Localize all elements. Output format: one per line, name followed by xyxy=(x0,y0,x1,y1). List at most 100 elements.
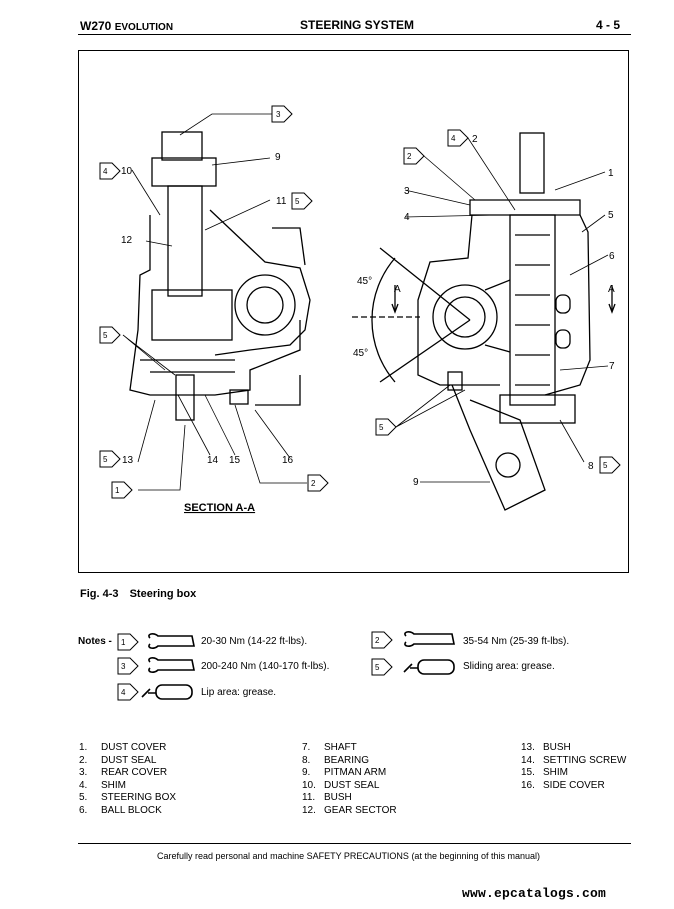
note-text-4: Lip area: grease. xyxy=(201,687,277,698)
angle-upper: 45° xyxy=(357,276,372,287)
legend-item: 11.BUSH xyxy=(302,792,352,803)
leader-lines xyxy=(122,113,609,491)
svg-text:2: 2 xyxy=(375,636,380,645)
callout-11: 11 xyxy=(276,196,287,207)
callout-9-left: 9 xyxy=(275,152,281,163)
legend-item: 3.REAR COVER xyxy=(79,767,168,778)
legend-item: 12.GEAR SECTOR xyxy=(302,804,397,816)
watermark: www.epcatalogs.com xyxy=(462,886,607,901)
legend-item: 2.DUST SEAL xyxy=(79,754,157,766)
svg-text:2: 2 xyxy=(311,479,316,488)
legend-item: 6.BALL BLOCK xyxy=(79,804,162,816)
svg-text:3: 3 xyxy=(121,662,126,671)
grease-gun-icon xyxy=(141,684,193,700)
callout-7: 7 xyxy=(609,361,615,372)
note-text-5: Sliding area: grease. xyxy=(463,661,555,672)
legend-item: 14.SETTING SCREW xyxy=(521,754,627,766)
svg-text:3: 3 xyxy=(276,110,281,119)
callout-6: 6 xyxy=(609,251,615,262)
callout-3: 3 xyxy=(404,186,410,197)
header-model: W270 EVOLUTION xyxy=(80,19,173,33)
symbol-flag-4-right: 4 xyxy=(447,129,469,147)
note-flag-4: 4 xyxy=(117,683,139,701)
svg-text:4: 4 xyxy=(103,167,108,176)
svg-text:4: 4 xyxy=(451,134,456,143)
svg-text:5: 5 xyxy=(379,423,384,432)
symbol-flag-1: 1 xyxy=(111,481,133,499)
note-text-2: 35-54 Nm (25-39 ft-lbs). xyxy=(463,636,570,647)
callout-12: 12 xyxy=(121,235,133,246)
notes-label: Notes - xyxy=(78,636,112,647)
figure-title: Steering box xyxy=(129,588,197,600)
legend-item: 10.DUST SEAL xyxy=(302,779,380,791)
footer-divider xyxy=(78,843,631,844)
callout-16: 16 xyxy=(282,455,294,466)
legend-item: 16.SIDE COVER xyxy=(521,779,605,791)
front-view-right xyxy=(352,132,616,511)
symbol-flag-2-right: 2 xyxy=(403,147,425,165)
symbol-flag-4-left: 4 xyxy=(99,162,121,180)
callout-1: 1 xyxy=(608,168,614,179)
svg-text:1: 1 xyxy=(121,638,126,647)
model-name: W270 xyxy=(80,19,112,33)
figure-number: Fig. 4-3 xyxy=(80,588,119,600)
footer-safety-note: Carefully read personal and machine SAFE… xyxy=(157,851,541,861)
symbol-flag-5-right: 5 xyxy=(375,418,397,436)
wrench-icon xyxy=(148,657,195,673)
callout-15: 15 xyxy=(229,455,241,466)
svg-text:5: 5 xyxy=(295,197,300,206)
note-flag-5: 5 xyxy=(371,658,393,676)
symbol-flag-5-bearing: 5 xyxy=(599,456,621,474)
legend-item: 4.SHIM xyxy=(79,779,126,791)
callout-9-right: 9 xyxy=(413,477,419,488)
grease-gun-icon xyxy=(403,659,455,675)
section-arrow-right: A xyxy=(608,284,615,295)
legend-item: 8.BEARING xyxy=(302,754,370,766)
legend-column-2: 7.SHAFT 8.BEARING 9.PITMAN ARM 10.DUST S… xyxy=(302,742,397,817)
legend-item: 1.DUST COVER xyxy=(79,742,167,753)
svg-text:5: 5 xyxy=(103,331,108,340)
symbol-flag-3-top: 3 xyxy=(271,105,293,123)
svg-text:5: 5 xyxy=(603,461,608,470)
callout-5: 5 xyxy=(608,210,614,221)
note-text-3: 200-240 Nm (140-170 ft-lbs). xyxy=(201,661,330,672)
symbol-flag-5-bush: 5 xyxy=(291,192,313,210)
callout-10: 10 xyxy=(121,166,133,177)
note-flag-2: 2 xyxy=(371,631,393,649)
note-flag-1: 1 xyxy=(117,633,139,651)
legend-item: 5.STEERING BOX xyxy=(79,792,177,803)
symbol-flag-2-left: 2 xyxy=(307,474,329,492)
symbol-flag-5-bottom: 5 xyxy=(99,450,121,468)
figure-caption: Fig. 4-3 Steering box xyxy=(80,588,196,600)
model-suffix: EVOLUTION xyxy=(114,22,174,33)
note-flag-3: 3 xyxy=(117,657,139,675)
svg-text:5: 5 xyxy=(103,455,108,464)
legend-column-3: 13.BUSH 14.SETTING SCREW 15.SHIM 16.SIDE… xyxy=(521,742,626,792)
header-divider xyxy=(78,34,631,35)
wrench-icon xyxy=(148,633,195,649)
header-page-number: 4 - 5 xyxy=(596,18,621,32)
svg-text:4: 4 xyxy=(121,688,126,697)
section-arrow-left: A xyxy=(394,284,401,295)
legend-column-1: 1.DUST COVER 2.DUST SEAL 3.REAR COVER 4.… xyxy=(79,742,176,817)
callout-13: 13 xyxy=(122,455,134,466)
section-label: SECTION A-A xyxy=(184,502,255,514)
callout-2: 2 xyxy=(472,134,478,145)
legend-item: 13.BUSH xyxy=(521,742,571,753)
callout-8: 8 xyxy=(588,461,594,472)
wrench-icon xyxy=(404,631,455,647)
legend-item: 7.SHAFT xyxy=(302,742,357,753)
callout-14: 14 xyxy=(207,455,219,466)
symbol-flag-5-left: 5 xyxy=(99,326,121,344)
svg-text:2: 2 xyxy=(407,152,412,161)
legend-item: 9.PITMAN ARM xyxy=(302,767,387,778)
legend-item: 15.SHIM xyxy=(521,767,568,778)
callout-4: 4 xyxy=(404,212,410,223)
header-section-title: STEERING SYSTEM xyxy=(300,18,415,32)
note-text-1: 20-30 Nm (14-22 ft-lbs). xyxy=(201,636,308,647)
svg-text:5: 5 xyxy=(375,663,380,672)
svg-text:1: 1 xyxy=(115,486,120,495)
angle-lower: 45° xyxy=(353,348,368,359)
